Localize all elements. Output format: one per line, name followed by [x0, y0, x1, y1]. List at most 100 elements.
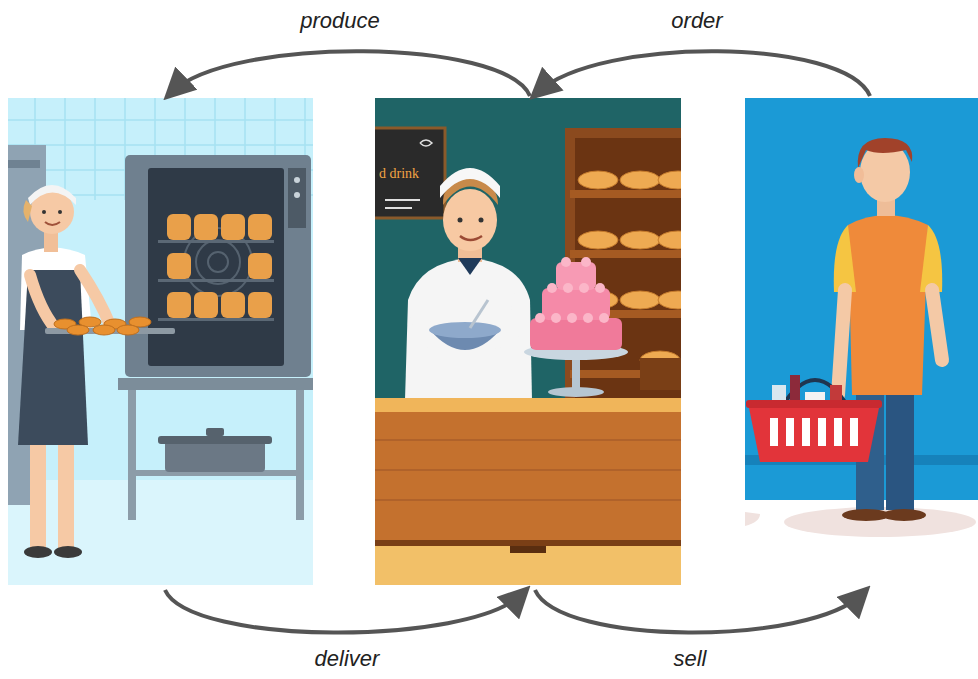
steel-table: [158, 436, 272, 444]
customer-man: [886, 385, 914, 510]
chalkboard: [385, 199, 420, 201]
oven: [294, 192, 300, 198]
shop-counter: [375, 499, 681, 501]
customer-man: [838, 290, 845, 395]
wall-tiles: [94, 98, 96, 200]
pink-cake: [547, 283, 557, 293]
pink-cake: [556, 262, 596, 290]
pink-cake: [583, 313, 593, 323]
kitchen-scene: [8, 98, 313, 585]
flow-arrow: [165, 51, 870, 632]
bread-loaves: [167, 214, 272, 318]
chef-baker: [495, 300, 521, 340]
customer-man: [848, 215, 928, 395]
shopping-basket: [746, 400, 882, 408]
bread-loaves: [248, 292, 272, 318]
bread-shelves: [620, 291, 660, 309]
customer-man: [834, 138, 942, 521]
baker-woman: [18, 270, 88, 445]
shopping-basket: [748, 403, 880, 462]
pink-cake: [572, 355, 580, 390]
cake-tray: [640, 358, 681, 390]
pink-cake: [535, 257, 609, 323]
customer-man: [882, 509, 926, 521]
bread-loaves: [167, 292, 191, 318]
shopping-basket: [786, 418, 794, 446]
bread-shelves: [658, 171, 681, 189]
oven: [158, 318, 274, 321]
bread-shelves: [570, 190, 681, 198]
shop-counter: [375, 439, 681, 441]
bread-loaves: [221, 214, 245, 240]
chef-baker: [479, 218, 484, 223]
pink-cake: [579, 283, 589, 293]
flow-arrow: [165, 590, 522, 633]
bread-loaves: [221, 292, 245, 318]
arrow-label: deliver: [315, 646, 380, 672]
pink-cake: [561, 257, 571, 267]
chef-baker: [460, 236, 482, 240]
chef-baker: [405, 258, 532, 400]
chef-baker: [458, 258, 482, 275]
floor-shadow: [784, 507, 976, 537]
shop-counter: [375, 398, 681, 585]
customer-man: [854, 167, 864, 183]
customer-man: [920, 225, 942, 292]
oven: [158, 240, 274, 243]
shop-counter: [510, 546, 546, 553]
oven: [196, 240, 240, 284]
customer-man: [932, 290, 942, 360]
pink-cake: [530, 318, 622, 350]
shop-counter: [375, 540, 681, 585]
shopping-basket: [802, 418, 810, 446]
pink-cake: [595, 283, 605, 293]
customer-scene: [745, 98, 978, 538]
baker-woman: [30, 430, 46, 550]
pink-cake: [599, 313, 609, 323]
pink-cake: [581, 257, 591, 267]
flow-arrow: [535, 590, 862, 633]
bread-loaves: [248, 214, 272, 240]
chef-baker: [440, 168, 500, 198]
bread-shelves: [578, 171, 618, 189]
bread-loaves: [248, 253, 272, 279]
oven: [158, 279, 274, 282]
customer-man: [834, 225, 856, 292]
chef-baker: [458, 218, 463, 223]
oven: [148, 168, 284, 366]
shopping-basket: [834, 418, 842, 446]
flow-arrow: [538, 51, 870, 96]
wall-tiles: [8, 144, 313, 146]
kitchen-scene: [8, 98, 313, 585]
steel-table: [296, 390, 304, 520]
baker-woman: [54, 317, 151, 335]
bread-shelves: [570, 250, 681, 258]
bread-shelves: [578, 231, 618, 249]
steel-table: [206, 428, 224, 436]
bread-loaves: [167, 253, 191, 279]
oven: [288, 168, 306, 228]
flow-arrow: [172, 51, 530, 96]
shop-counter: [375, 398, 681, 412]
oven: [208, 252, 228, 272]
chalkboard: [420, 140, 432, 146]
baker-woman: [28, 185, 76, 205]
chef-baker: [429, 322, 501, 338]
baker-woman: [23, 200, 32, 222]
bread-shelves: [620, 231, 660, 249]
chalkboard: [375, 128, 445, 218]
shopping-basket: [770, 418, 858, 446]
baker-woman: [44, 232, 58, 252]
shopping-basket: [818, 418, 826, 446]
shopping-basket: [770, 418, 778, 446]
baker-woman: [42, 210, 46, 214]
baker-woman: [80, 270, 110, 325]
baker-woman: [67, 325, 89, 335]
baker-woman: [58, 210, 62, 214]
pink-cake: [551, 313, 561, 323]
pink-cake: [524, 257, 628, 397]
baker-woman: [18, 185, 175, 558]
wall-tiles: [64, 98, 66, 200]
bread-loaves: [167, 214, 191, 240]
